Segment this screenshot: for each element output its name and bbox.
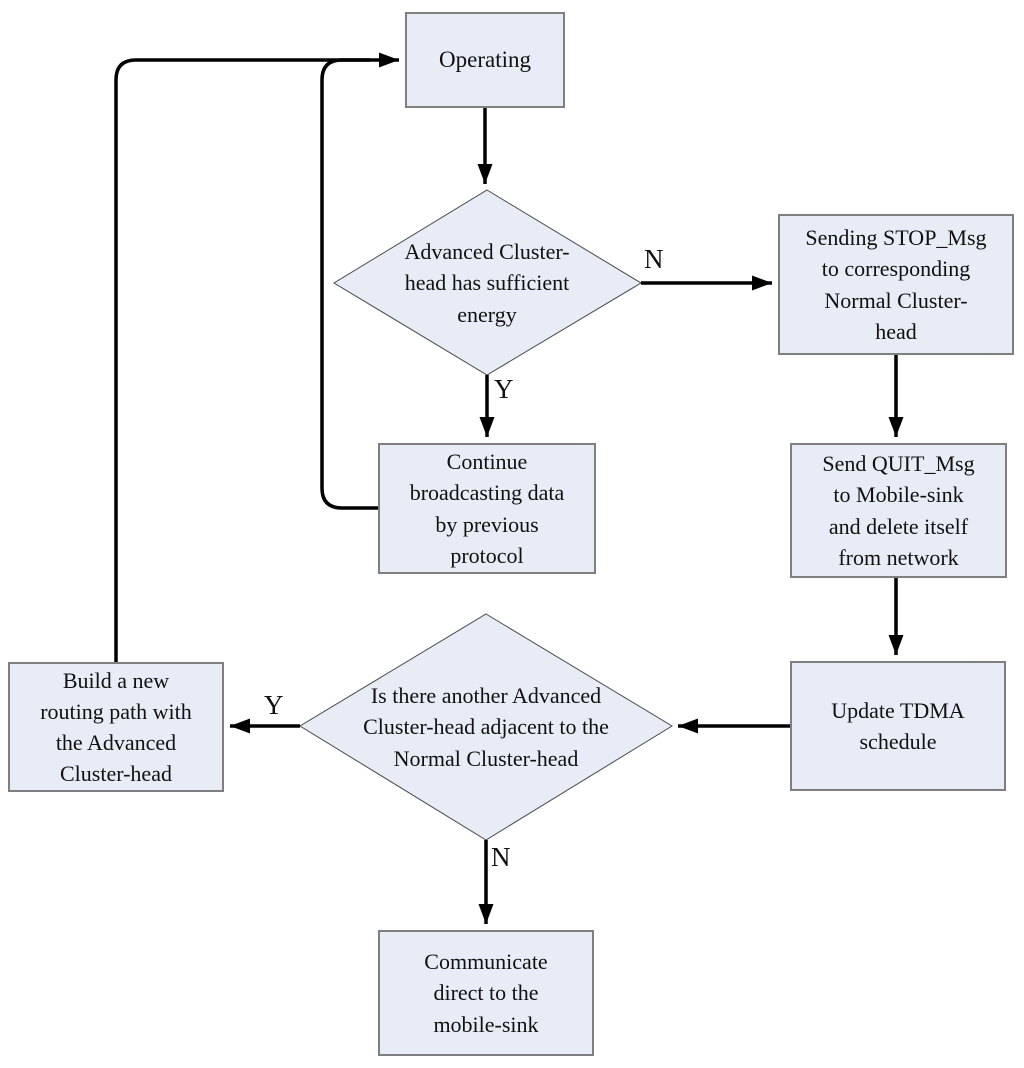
node-operating: Operating: [405, 12, 565, 108]
node-update-tdma-schedule: Update TDMA schedule: [790, 661, 1006, 791]
node-communicate-direct: Communicate direct to the mobile-sink: [378, 930, 594, 1056]
edge-continue-loop-to-operating: [320, 58, 378, 510]
edge-label-energy-no: N: [644, 244, 664, 274]
node-build-routing-path: Build a new routing path with the Advanc…: [8, 662, 224, 792]
decision-adjacent-diamond: [299, 613, 673, 841]
node-send-quit-msg: Send QUIT_Msg to Mobile-sink and delete …: [790, 443, 1007, 578]
edge-build-loop-to-operating: [114, 52, 399, 662]
decision-energy-diamond: [333, 189, 642, 376]
node-sending-stop-msg: Sending STOP_Msg to corresponding Normal…: [778, 214, 1014, 355]
node-continue-broadcasting: Continue broadcasting data by previous p…: [378, 443, 596, 574]
edge-label-energy-yes: Y: [494, 374, 514, 404]
edge-label-adjacent-yes: Y: [264, 690, 284, 720]
edge-label-adjacent-no: N: [491, 842, 511, 872]
